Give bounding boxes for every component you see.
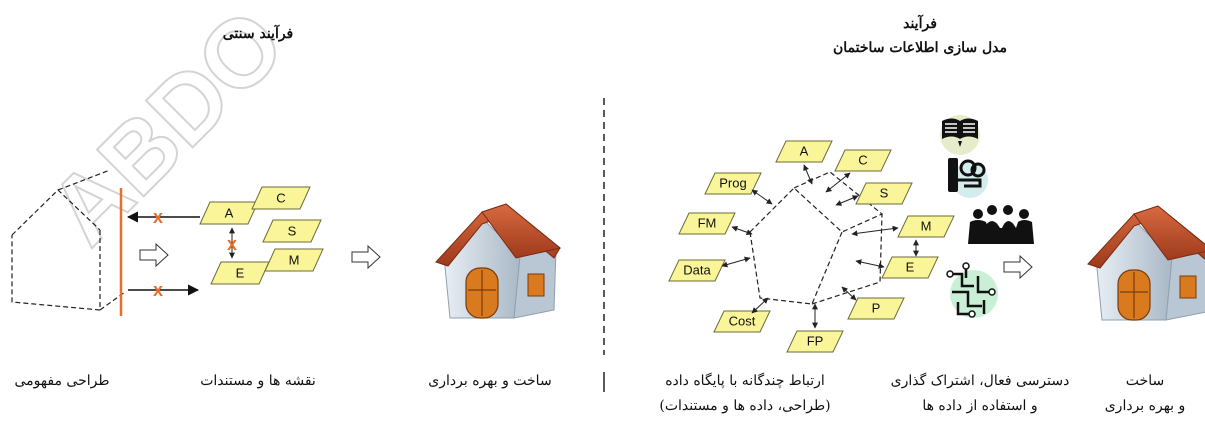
doc-A: A: [199, 201, 259, 225]
svg-text:Data: Data: [683, 263, 711, 278]
doc-Data-bim: Data: [668, 259, 726, 282]
caption-concept: طراحی مفهومی: [15, 373, 110, 389]
svg-text:P: P: [872, 301, 881, 316]
doc-E: E: [210, 261, 270, 285]
caption-relation-line2: (طراحی، داده ها و مستندات): [659, 398, 830, 414]
cross-mark-bottom: x: [153, 280, 163, 300]
svg-text:A: A: [225, 206, 234, 221]
doc-C: C: [251, 186, 311, 210]
svg-text:A: A: [800, 144, 809, 159]
caption-relation-line1: ارتباط چندگانه با پایگاه داده: [665, 372, 825, 389]
hollow-arrow-bim-build: [1003, 254, 1033, 280]
svg-text:C: C: [858, 153, 867, 168]
hollow-arrow-concept-docs: [139, 242, 169, 268]
doc-Prog-bim: Prog: [704, 172, 762, 195]
doc-C-bim: C: [834, 149, 892, 172]
doc-M: M: [264, 248, 324, 272]
svg-text:C: C: [276, 191, 285, 206]
doc-S: S: [262, 219, 322, 243]
doc-Cost-bim: Cost: [713, 310, 771, 333]
doc-P-bim: P: [847, 297, 905, 320]
caption-access-line2: و استفاده از داده ها: [922, 398, 1037, 414]
bim-title-line2: مدل سازی اطلاعات ساختمان: [833, 40, 1007, 56]
svg-text:E: E: [236, 266, 245, 281]
svg-text:S: S: [288, 224, 297, 239]
svg-text:M: M: [921, 219, 932, 234]
traditional-title: فرآیند سنتی: [223, 24, 294, 42]
svg-text:E: E: [906, 260, 915, 275]
house-icon-right: [1087, 205, 1205, 321]
caption-build-right-line1: ساخت: [1126, 373, 1164, 389]
svg-text:FP: FP: [807, 334, 824, 349]
bim-title-line1: فرآیند: [903, 14, 937, 32]
cross-mark-top: x: [153, 207, 163, 227]
caption-build-right-line2: و بهره برداری: [1105, 398, 1186, 414]
caption-docs: نقشه ها و مستندات: [200, 373, 316, 389]
doc-A-bim: A: [775, 140, 833, 163]
svg-text:FM: FM: [698, 216, 717, 231]
doc-FP-bim: FP: [786, 330, 844, 353]
circuit-icon: [946, 262, 998, 318]
svg-text:M: M: [289, 253, 300, 268]
doc-S-bim: S: [855, 182, 913, 205]
doc-M-bim: M: [897, 215, 955, 238]
house-icon-left: [435, 203, 561, 319]
connector-arrows: [721, 164, 919, 329]
svg-text:Cost: Cost: [729, 314, 756, 329]
meeting-people-icon: [968, 205, 1034, 244]
caption-build-left: ساخت و بهره برداری: [428, 373, 551, 389]
hollow-arrow-docs-build: [351, 244, 381, 270]
svg-text:Prog: Prog: [719, 176, 746, 191]
svg-text:S: S: [880, 186, 889, 201]
doc-E-bim: E: [881, 256, 939, 279]
cross-mark-middle: x: [227, 234, 237, 254]
caption-access-line1: دسترسی فعال، اشتراک گذاری: [891, 372, 1070, 389]
doc-FM-bim: FM: [678, 212, 736, 235]
robot-icon: [948, 158, 988, 198]
book-icon: [940, 115, 980, 155]
